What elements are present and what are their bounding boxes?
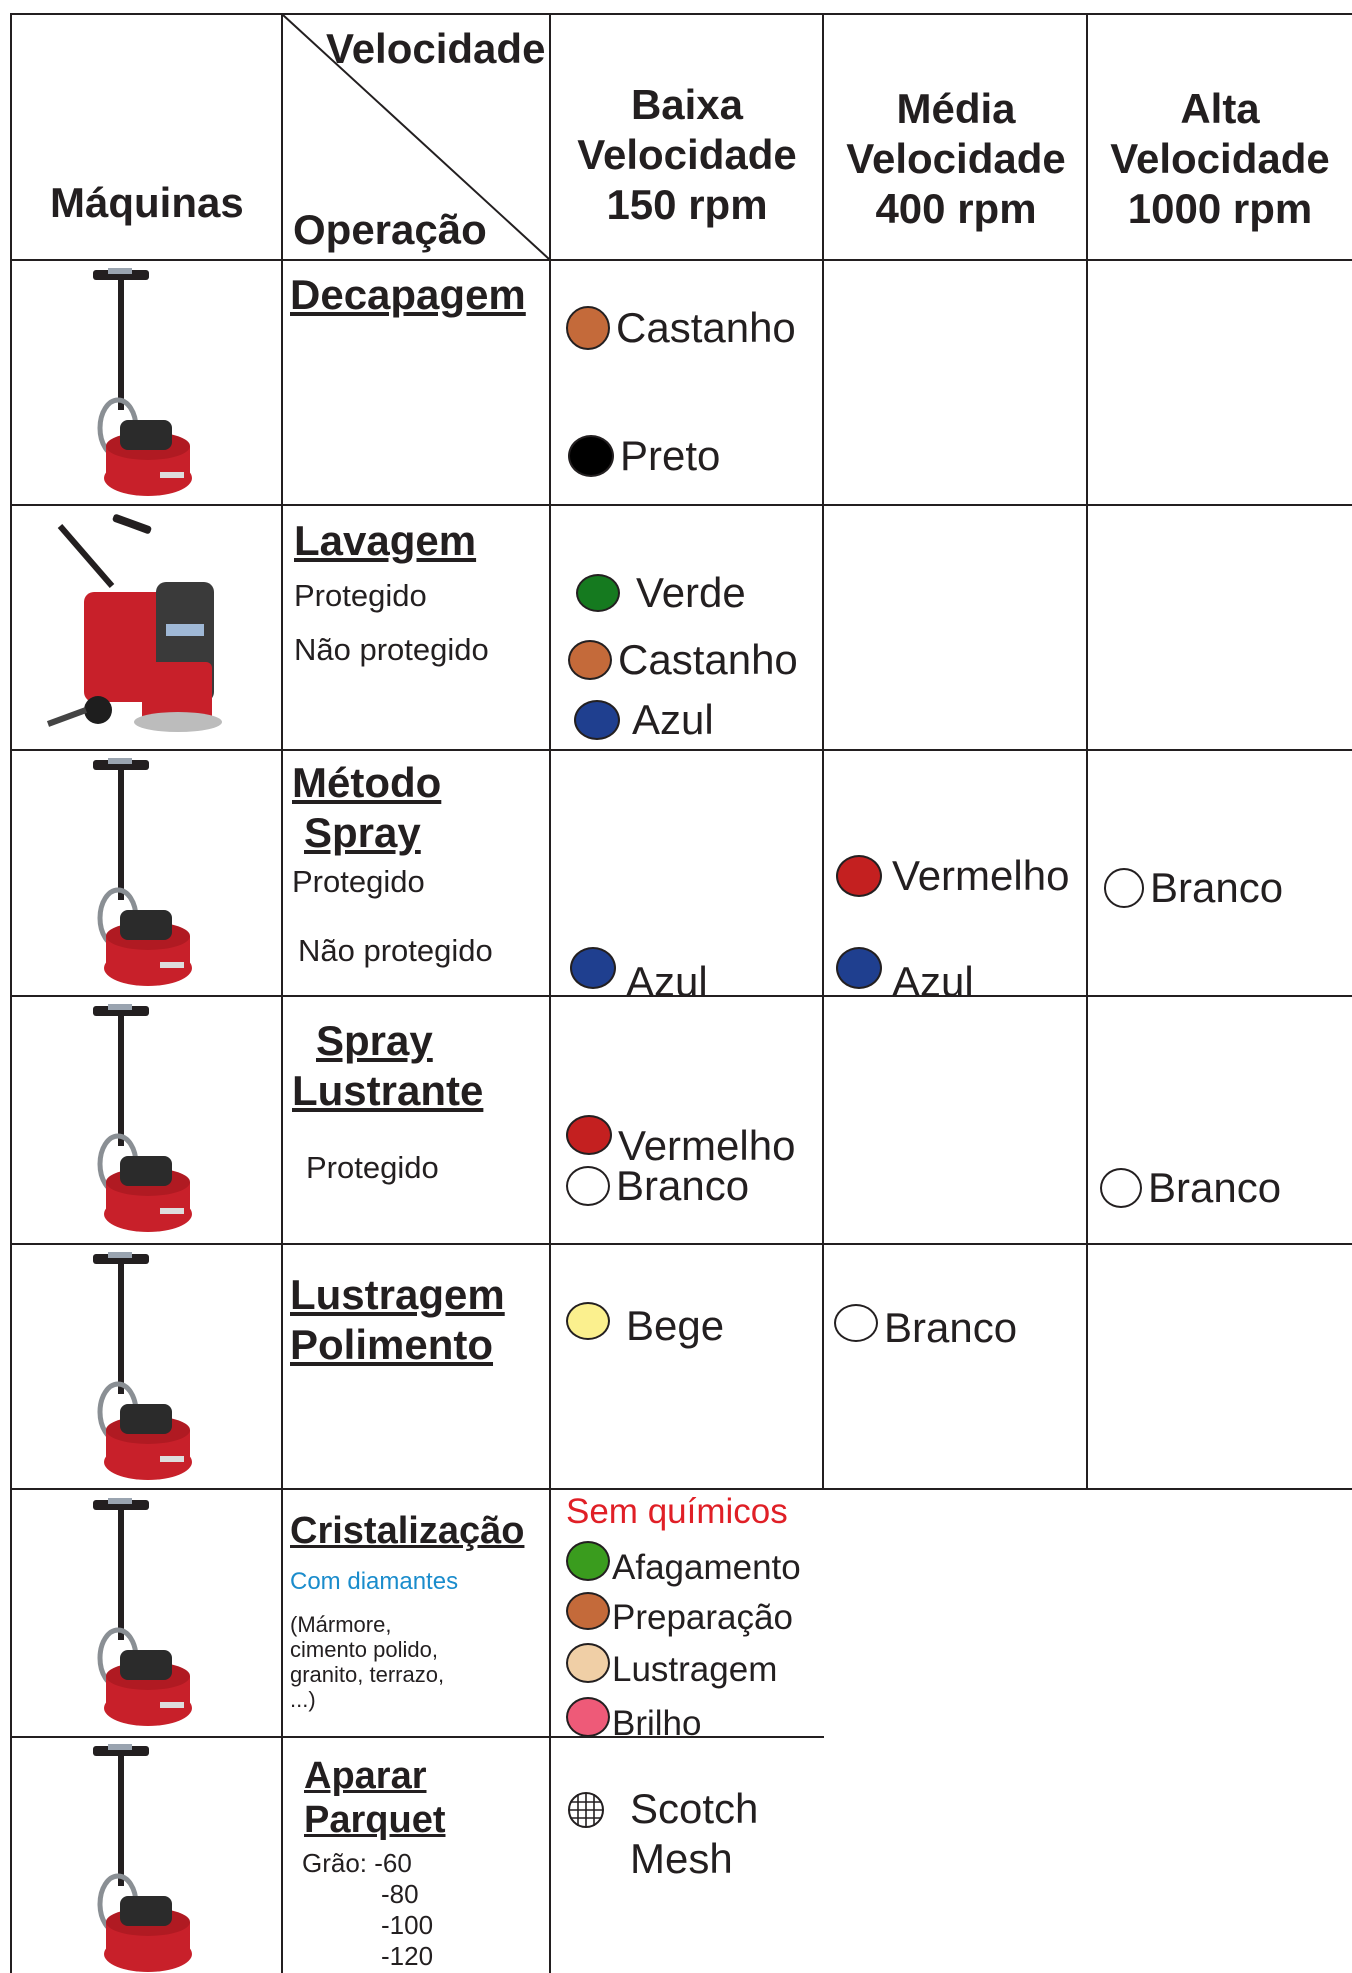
operation-decapagem: Decapagem [290,271,526,318]
pad-brilho-icon [566,1697,610,1737]
header-diagonal [282,14,550,260]
pad-azul-icon [570,947,616,989]
pad-azul-icon [836,947,882,989]
pad-branco-icon [1100,1168,1142,1208]
pad-branco-icon [566,1166,610,1206]
operation-cristalizacao: Cristalização [290,1510,525,1552]
operation-aparar-parquet: Aparar Parquet [304,1755,446,1841]
operation-spray-lustrante: Spray Lustrante [292,1017,484,1114]
pad-preto-icon [568,435,614,477]
header-operation: Operação [293,206,487,253]
scotch-mesh-label: Scotch Mesh [630,1785,759,1882]
mesh-disc-icon [568,1792,604,1828]
operation-metodo-spray: Método Spray [292,759,442,856]
grid-row-6 [10,1488,1352,1490]
pad-castanho-icon [566,306,610,350]
lavagem-protegido: Protegido [294,578,427,613]
header-machines: Máquinas [50,179,244,226]
pad-verde: Verde [576,569,746,617]
floor-polisher-image [93,268,192,496]
pad-castanho-icon [568,640,612,680]
grid-col-1 [281,13,283,1973]
floor-polisher-image [93,1004,192,1232]
spray-lustrante-protegido: Protegido [306,1150,439,1185]
pad-brilho: Brilho [566,1690,701,1744]
pad-afagamento: Afagamento [566,1534,801,1588]
grid-row-1 [10,259,1352,261]
pad-vermelho-icon [566,1115,612,1155]
sem-quimicos-label: Sem químicos [566,1492,788,1531]
pad-bege: Bege [566,1292,724,1350]
pad-branco: Branco [834,1294,1017,1352]
floor-polisher-image [93,1498,192,1726]
pad-preparacao: Preparação [566,1584,793,1638]
pad-branco: Branco [1100,1164,1281,1212]
operation-lustragem-polimento: Lustragem Polimento [290,1271,505,1368]
pad-preto: Preto [568,432,720,480]
grain-sizes: Grão: -60 -80 -100 -120 [302,1848,434,1971]
pad-azul: Azul [574,696,714,744]
com-diamantes-label: Com diamantes [290,1568,459,1595]
header-speed: Velocidade [326,25,546,72]
grid-col-3 [822,13,824,1490]
pad-bege-icon [566,1302,610,1340]
floor-polisher-image [93,1744,192,1972]
pad-castanho: Castanho [568,636,798,684]
grid-row-4 [10,995,1352,997]
pad-preparacao-icon [566,1592,610,1630]
floor-polisher-image [93,758,192,986]
operation-lavagem: Lavagem [294,517,477,564]
grid-row-7 [10,1736,824,1738]
grid-col-2 [549,13,551,1973]
pad-afagamento-icon [566,1541,610,1581]
pad-branco-icon [1104,868,1144,908]
metodo-spray-protegido: Protegido [292,864,425,899]
grid-left [10,13,12,1973]
pad-azul: Azul [836,930,974,1006]
scrubber-dryer-image [46,514,222,732]
pad-vermelho: Vermelho [566,1100,795,1170]
lavagem-nao-protegido: Não protegido [294,632,489,667]
pad-branco: Branco [566,1162,749,1210]
grid-col-4 [1086,13,1088,1490]
pad-lustragem: Lustragem [566,1636,777,1690]
pad-azul-icon [574,700,620,740]
metodo-spray-nao-protegido: Não protegido [298,933,493,968]
cristalizacao-surfaces-note: (Mármore, cimento polido, granito, terra… [290,1612,445,1712]
grid-row-2 [10,504,1352,506]
pad-branco-icon [834,1304,878,1342]
pad-castanho: Castanho [566,304,796,352]
pad-azul: Azul [570,930,708,1006]
pad-vermelho: Vermelho [836,852,1069,900]
grid-top [10,13,1352,15]
pad-verde-icon [576,574,620,612]
floor-polisher-image [93,1252,192,1480]
pad-lustragem-icon [566,1643,610,1683]
grid-row-3 [10,749,1352,751]
grid-row-5 [10,1243,1352,1245]
pad-vermelho-icon [836,855,882,897]
pad-branco: Branco [1104,864,1283,912]
